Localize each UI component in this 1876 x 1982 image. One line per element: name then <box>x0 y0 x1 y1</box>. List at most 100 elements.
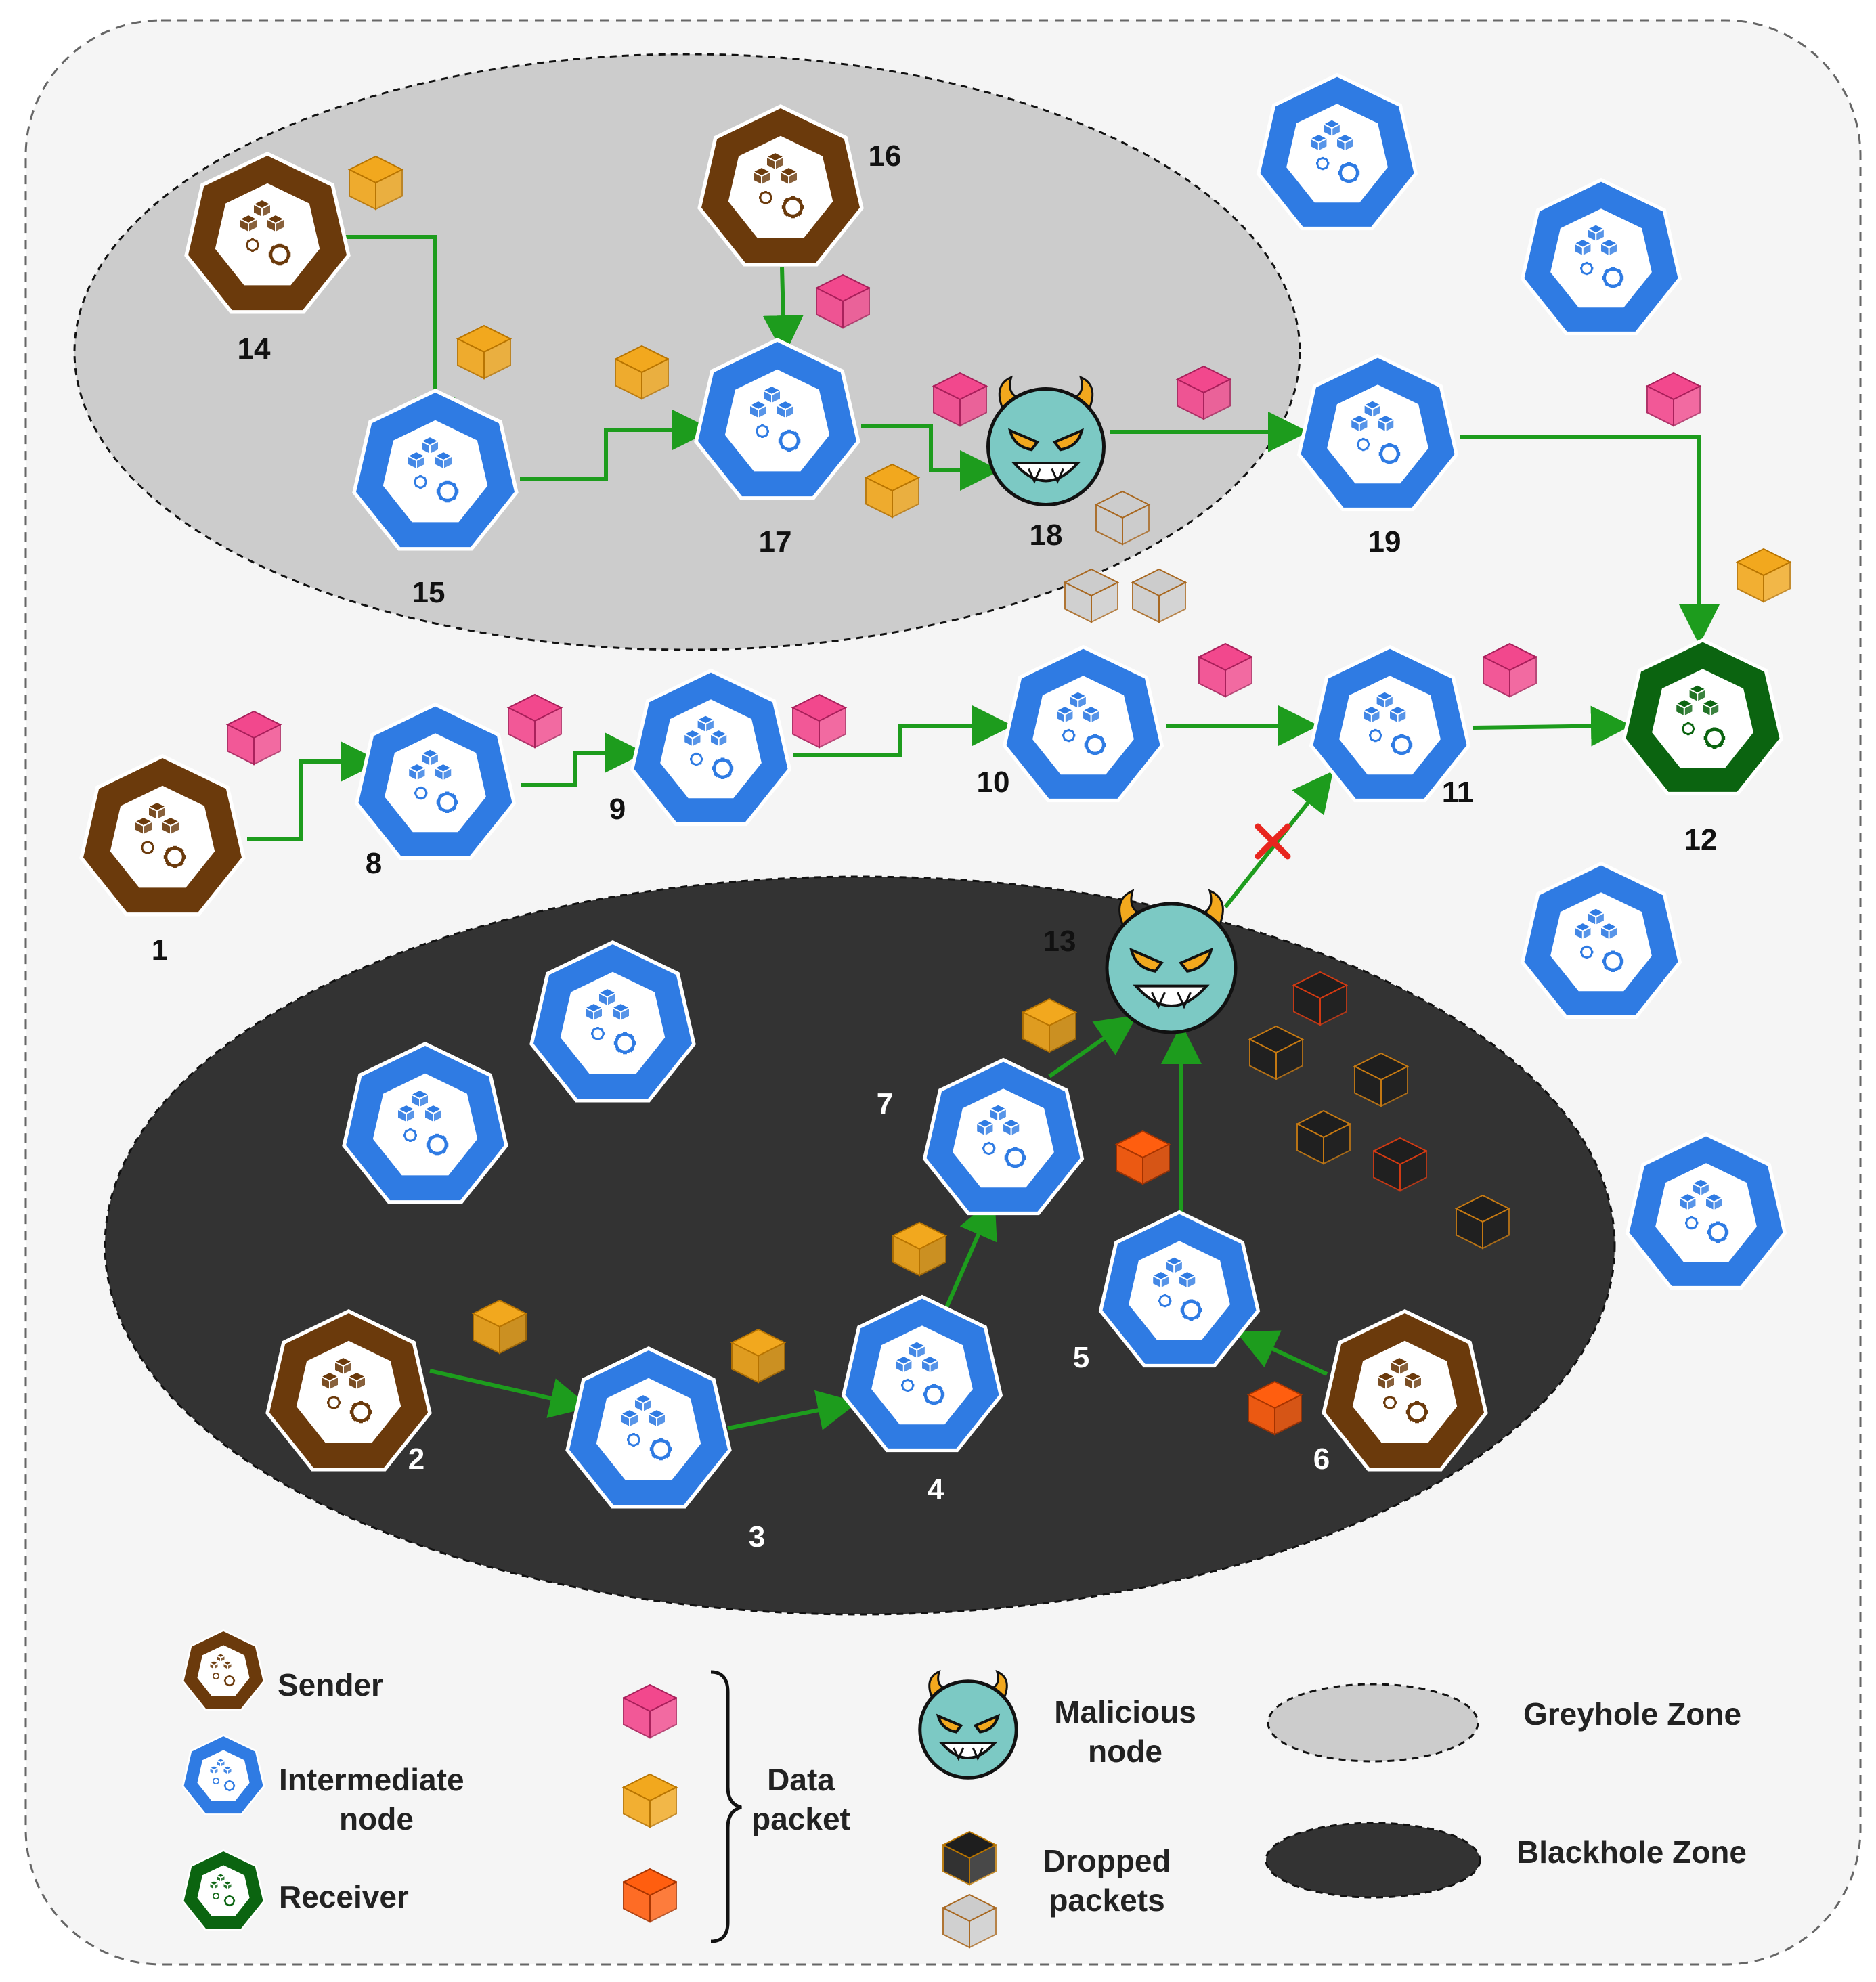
node-16-kubernetes-heptagon-icon <box>697 104 864 267</box>
gear-icon <box>436 791 458 814</box>
gear-icon <box>213 1893 219 1899</box>
legend-blackhole-swatch <box>1265 1822 1481 1899</box>
gear-icon <box>1405 1401 1428 1424</box>
legend-malicious-label-2: node <box>1088 1734 1162 1769</box>
node-15-kubernetes-heptagon-icon <box>352 389 519 551</box>
link-19-12 <box>1460 435 1720 645</box>
node-10-kubernetes-heptagon-icon <box>1002 644 1164 803</box>
gear-icon <box>1378 443 1401 465</box>
cube-icon <box>1349 414 1370 433</box>
cube-icon <box>682 728 703 748</box>
node-label-6: 6 <box>1313 1443 1330 1476</box>
data-packet-pink <box>225 710 282 766</box>
data-packet-yellow <box>891 1221 948 1277</box>
gear-icon <box>163 845 186 868</box>
cube-icon <box>406 450 427 470</box>
cube-icon <box>265 213 286 234</box>
legend-greyhole-label: Greyhole Zone <box>1523 1696 1741 1732</box>
node-label-8: 8 <box>366 847 382 880</box>
gear-icon <box>223 1675 236 1687</box>
gear-icon <box>759 191 772 204</box>
cube-icon <box>751 166 772 186</box>
link-9-10 <box>793 705 1013 757</box>
cube-icon <box>1054 705 1075 724</box>
node-label-14: 14 <box>238 332 271 366</box>
gear-icon <box>1315 156 1330 171</box>
cube-icon <box>1374 690 1395 710</box>
gear-icon <box>1579 945 1594 959</box>
data-packet-pink <box>1175 365 1232 420</box>
node-label-9: 9 <box>609 793 626 826</box>
cube-icon <box>1068 690 1089 710</box>
data-packet-yellow <box>613 345 670 400</box>
cube-icon <box>1586 907 1607 927</box>
link-8-9 <box>521 732 645 787</box>
cube-icon <box>1690 1178 1711 1197</box>
legend-packet-yellow <box>621 1773 678 1828</box>
cube-icon <box>409 1088 431 1109</box>
cube-icon <box>1308 133 1329 152</box>
node-18-devil-face-icon <box>986 375 1106 506</box>
link-16-17 <box>762 267 804 356</box>
node-label-1: 1 <box>152 933 168 967</box>
node-label-5: 5 <box>1073 1341 1089 1374</box>
cube-icon <box>406 762 427 782</box>
cube-icon <box>764 151 786 171</box>
node-label-4: 4 <box>928 1473 944 1506</box>
cube-icon <box>747 399 769 420</box>
link-7-13 <box>1048 1015 1137 1078</box>
node-3-kubernetes-heptagon-icon <box>565 1346 732 1509</box>
cube-icon <box>433 450 454 470</box>
cube-icon <box>708 728 729 748</box>
dropped-packet <box>1063 568 1120 623</box>
gear-icon <box>403 1128 417 1142</box>
node-u6-kubernetes-heptagon-icon <box>1625 1132 1787 1290</box>
cube-icon <box>420 748 441 768</box>
gear-icon <box>613 1032 636 1055</box>
gear-icon <box>1602 950 1624 973</box>
data-packet-yellow <box>471 1299 528 1355</box>
link-6-5 <box>1236 1330 1328 1376</box>
legend-receiver-icon <box>181 1849 265 1931</box>
cube-icon <box>1001 1118 1022 1137</box>
gear-icon <box>778 429 801 452</box>
gear-icon <box>1707 1221 1729 1243</box>
gear-icon <box>141 841 154 854</box>
node-2-kubernetes-heptagon-icon <box>265 1309 432 1472</box>
gear-icon <box>712 757 734 780</box>
gear-icon <box>349 1401 372 1424</box>
data-packet-pink <box>932 372 988 427</box>
gear-icon <box>1383 1396 1397 1409</box>
node-label-19: 19 <box>1368 525 1401 558</box>
gear-icon <box>923 1384 945 1406</box>
gear-icon <box>1579 261 1594 276</box>
cube-icon <box>646 1408 668 1428</box>
cube-icon <box>346 1371 368 1391</box>
gear-icon <box>591 1027 605 1040</box>
legend-data-packet-label-2: packet <box>751 1801 850 1836</box>
data-packet-yellow <box>730 1328 787 1384</box>
gear-icon <box>900 1378 915 1392</box>
dropped-packet <box>1292 971 1349 1026</box>
cube-icon <box>1572 238 1593 257</box>
data-packet-orange <box>1114 1130 1171 1185</box>
data-packet-orange <box>1246 1380 1303 1436</box>
cube-icon <box>1081 705 1101 724</box>
cube-icon <box>1150 1270 1171 1290</box>
dropped-packet <box>1372 1137 1428 1192</box>
blackhole-zone <box>104 875 1616 1616</box>
gear-icon <box>223 1780 236 1792</box>
nodes-layer <box>79 72 1787 1509</box>
cube-icon <box>1586 223 1607 243</box>
cube-icon <box>319 1371 341 1391</box>
cube-icon <box>988 1103 1009 1123</box>
cube-icon <box>133 816 154 836</box>
data-packet-pink <box>1645 372 1702 427</box>
cube-icon <box>632 1393 654 1413</box>
node-label-15: 15 <box>412 576 445 609</box>
cube-icon <box>1687 684 1708 703</box>
cube-icon <box>215 1872 227 1884</box>
gear-icon <box>627 1433 640 1447</box>
legend-sender-label: Sender <box>278 1667 383 1702</box>
